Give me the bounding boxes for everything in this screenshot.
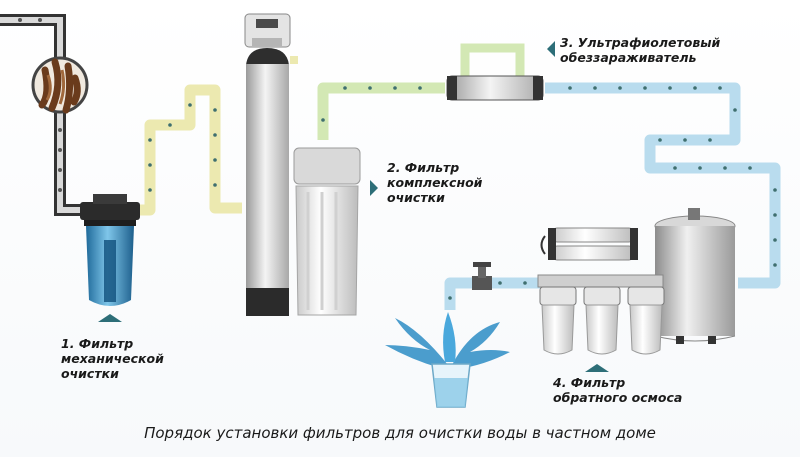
- pipe-column-to-uv: [317, 82, 445, 140]
- label-step1-line1: 1. Фильтр: [61, 336, 134, 351]
- diagram-caption: Порядок установки фильтров для очистки в…: [144, 424, 656, 442]
- filter-complex: [293, 147, 378, 316]
- water-splash-icon: [385, 312, 510, 369]
- filter-column: [244, 13, 291, 316]
- arrow-up-icon-2: [585, 364, 609, 372]
- label-step4: 4. Фильтр обратного осмоса: [553, 375, 682, 405]
- label-step2-line2: комплексной: [387, 175, 483, 190]
- label-step4-line2: обратного осмоса: [553, 390, 683, 405]
- label-step1-line2: механической: [61, 351, 164, 366]
- label-step2-line3: очистки: [387, 190, 445, 205]
- reverse-osmosis-system: [537, 208, 736, 372]
- well-icon: [31, 56, 89, 114]
- label-step1-line3: очистки: [61, 366, 119, 381]
- pipe-filter1-to-column: [140, 84, 242, 216]
- pipe-well-to-filter1: [0, 14, 83, 216]
- label-step2: 2. Фильтр комплексной очистки: [387, 160, 482, 205]
- label-step3: 3. Ультрафиолетовый обеззараживатель: [560, 35, 720, 65]
- label-step3-line1: 3. Ультрафиолетовый: [560, 35, 721, 50]
- arrow-left-icon-2: [547, 41, 555, 57]
- label-step3-line2: обеззараживатель: [560, 50, 697, 65]
- tap-icon: [472, 262, 492, 290]
- pipe-dots-blue: [448, 86, 777, 300]
- label-step2-line1: 2. Фильтр: [387, 160, 460, 175]
- label-step1: 1. Фильтр механической очистки: [61, 336, 164, 381]
- glass-icon: [431, 363, 471, 408]
- pipe-dots-green: [321, 86, 422, 122]
- filter-mechanical: [80, 194, 140, 322]
- pipe-ro-to-glass: [444, 277, 540, 310]
- pipe-dots-yellow: [148, 103, 217, 192]
- arrow-up-icon: [98, 314, 122, 322]
- label-step4-line1: 4. Фильтр: [553, 375, 626, 390]
- arrow-left-icon: [370, 180, 378, 196]
- uv-sterilizer: [446, 41, 555, 101]
